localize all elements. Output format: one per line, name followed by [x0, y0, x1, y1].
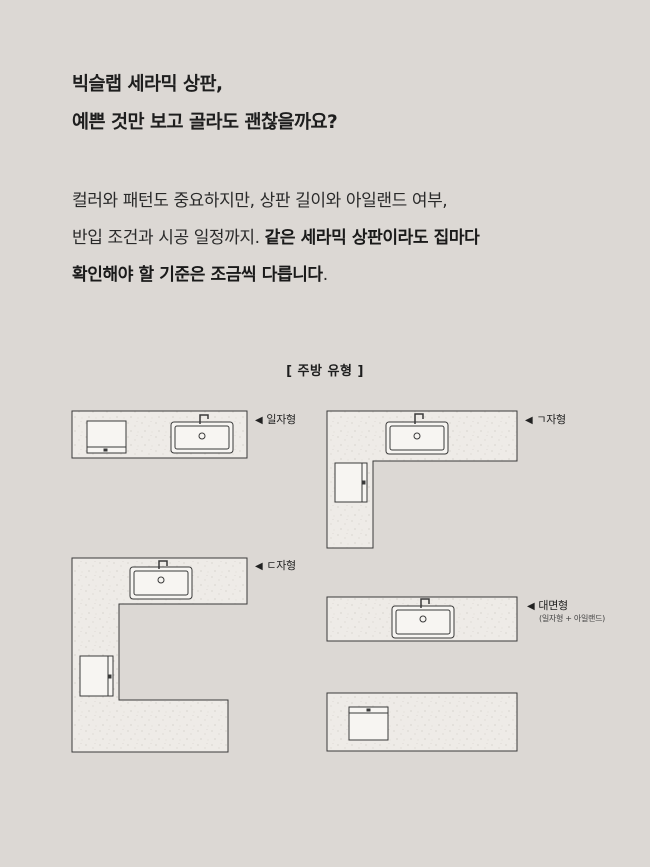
- layout-l-shape: [326, 410, 518, 549]
- cooktop-icon: [348, 706, 389, 741]
- arrow-left-icon: ◀: [525, 415, 533, 426]
- sink-icon: [129, 560, 193, 600]
- label-island-text: 대면형: [538, 599, 568, 612]
- label-u-shape: ◀ㄷ자형: [255, 557, 296, 573]
- label-straight: ◀일자형: [255, 411, 296, 427]
- l-shape-counter: [326, 410, 518, 549]
- label-l-shape: ◀ㄱ자형: [525, 411, 566, 427]
- cooktop-icon: [86, 420, 127, 454]
- body-text: 컬러와 패턴도 중요하지만, 상판 길이와 아일랜드 여부, 반입 조건과 시공…: [72, 183, 480, 294]
- label-island-sub: (일자형 + 아일랜드): [539, 614, 605, 623]
- sink-icon: [385, 413, 449, 455]
- label-u-shape-text: ㄷ자형: [266, 559, 296, 572]
- sink-icon: [391, 598, 455, 639]
- body-line-3-bold: 확인해야 할 기준은 조금씩 다릅니다: [72, 265, 323, 285]
- layout-island: [326, 596, 518, 752]
- headline-line-1: 빅슬랩 세라믹 상판,: [72, 74, 223, 95]
- layout-u-shape: [71, 557, 248, 753]
- sink-icon: [170, 414, 234, 454]
- body-line-3: 확인해야 할 기준은 조금씩 다릅니다.: [72, 257, 479, 294]
- label-l-shape-text: ㄱ자형: [536, 413, 566, 426]
- body-line-2-bold: 같은 세라믹 상판이라도 집마다: [264, 228, 480, 248]
- body-line-2: 반입 조건과 시공 일정까지. 같은 세라믹 상판이라도 집마다: [72, 220, 480, 257]
- u-shape-counter: [71, 557, 248, 753]
- label-island: ◀대면형: [527, 597, 568, 613]
- arrow-left-icon: ◀: [255, 561, 263, 572]
- label-straight-text: 일자형: [266, 413, 296, 426]
- arrow-left-icon: ◀: [255, 415, 263, 426]
- section-title: [ 주방 유형 ]: [286, 364, 364, 379]
- headline-line-2: 예쁜 것만 보고 골라도 괜찮을까요?: [72, 112, 338, 133]
- body-line-2-plain: 반입 조건과 시공 일정까지.: [72, 228, 265, 248]
- cooktop-icon: [79, 655, 114, 697]
- kitchen-layout-diagram: [71, 410, 518, 753]
- headline: 빅슬랩 세라믹 상판, 예쁜 것만 보고 골라도 괜찮을까요?: [72, 66, 338, 142]
- body-line-3-end: .: [322, 265, 328, 285]
- arrow-left-icon: ◀: [527, 601, 535, 612]
- layout-straight: [71, 410, 248, 459]
- body-line-1: 컬러와 패턴도 중요하지만, 상판 길이와 아일랜드 여부,: [72, 191, 448, 211]
- cooktop-icon: [334, 462, 368, 503]
